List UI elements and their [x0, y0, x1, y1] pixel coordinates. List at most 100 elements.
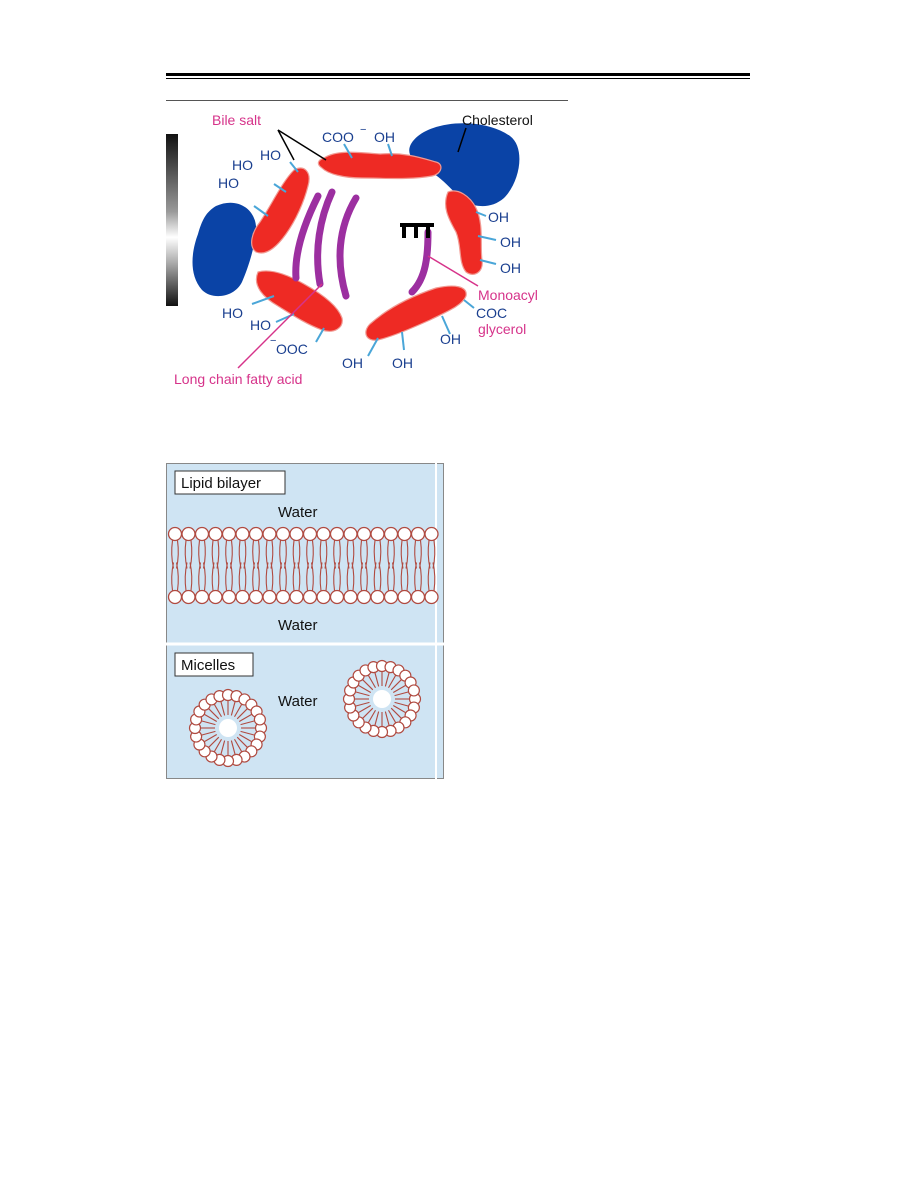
- lipid-tail: [184, 562, 193, 591]
- lipid-head: [370, 526, 385, 542]
- micelle-tail: [394, 701, 409, 707]
- micelle-left: [188, 688, 268, 768]
- oh-label-right-2: OH: [500, 234, 521, 250]
- lipid-tail: [238, 562, 247, 591]
- lipid-head: [248, 589, 264, 605]
- micelle-tail: [384, 672, 390, 687]
- micelle-tail: [201, 730, 216, 736]
- lipid-head: [316, 526, 331, 542]
- lipid-head: [181, 526, 196, 542]
- lipid-head: [262, 589, 277, 605]
- micelle-tail: [220, 701, 226, 716]
- lipid-head: [343, 589, 358, 605]
- micelle-tail: [236, 736, 248, 748]
- micelle-tail: [220, 740, 226, 755]
- lipid-head: [262, 526, 277, 542]
- lipid-bilayer-title: Lipid bilayer: [181, 475, 261, 492]
- bile-salt-top: [317, 151, 442, 180]
- lipid-tail: [414, 562, 422, 591]
- water-micelles-label: Water: [278, 693, 317, 710]
- micelle-tail: [203, 713, 218, 722]
- lipid-head: [383, 526, 399, 542]
- lipid-tail: [252, 562, 260, 591]
- monoacyl-glycerol-chain: [408, 228, 432, 296]
- lipid-tail: [225, 562, 233, 591]
- micelle-tail: [230, 740, 236, 755]
- ho-label-4: HO: [222, 305, 243, 321]
- lipid-head: [194, 589, 210, 605]
- figure-top-border: [166, 100, 568, 101]
- gradient-strip: [166, 134, 178, 306]
- oh-label-bottom-2: OH: [392, 355, 413, 371]
- lipid-tail: [265, 562, 274, 591]
- glycerol-comb-symbol: [400, 223, 434, 238]
- micelle-tail: [394, 691, 409, 697]
- micelle-tail: [390, 679, 402, 691]
- micelle-tail: [362, 707, 374, 719]
- monoacyl-label: Monoacyl: [478, 287, 538, 303]
- lipid-tail: [211, 562, 220, 591]
- oh-label-bottom-3: OH: [440, 331, 461, 347]
- micelle-head: [407, 684, 420, 697]
- micelle-tail: [213, 703, 222, 718]
- fatty-acid-chain-3: [336, 194, 360, 300]
- lipid-head: [194, 526, 210, 542]
- lipid-tail: [373, 562, 382, 591]
- lipid-head: [383, 589, 399, 605]
- micelle-tail: [238, 713, 253, 722]
- lipid-head: [397, 526, 412, 542]
- micelles-title-box: [174, 652, 254, 677]
- fatty-acid-chain-1: [292, 192, 322, 282]
- cholesterol-right: [409, 123, 520, 207]
- ho-label-2: HO: [232, 157, 253, 173]
- micelle-tail: [240, 730, 255, 736]
- lipid-head: [221, 526, 237, 542]
- lipid-head: [424, 589, 439, 605]
- lipid-tail: [333, 562, 341, 591]
- lipid-tail: [279, 562, 287, 591]
- lipid-head: [410, 589, 426, 605]
- micelle-tail: [355, 701, 370, 707]
- ho-label-5: HO: [250, 317, 271, 333]
- micelle-tail: [208, 708, 220, 720]
- micelle-tail: [201, 720, 216, 726]
- cholesterol-left: [192, 202, 257, 297]
- lipid-tail: [171, 562, 179, 591]
- lipid-tail: [306, 562, 314, 591]
- lipid-head: [370, 589, 385, 605]
- coo-charge: −: [360, 124, 366, 136]
- micelle-tail: [355, 691, 370, 697]
- oh-label-top: OH: [374, 129, 395, 145]
- lipid-tail: [319, 562, 328, 591]
- lipid-head: [235, 589, 250, 605]
- mixed-micelle-figure: Bile salt Cholesterol COO − OH HO HO HO …: [166, 100, 568, 396]
- water-bottom-label: Water: [278, 617, 317, 634]
- ooc-charge: −: [270, 335, 276, 347]
- lipid-head: [248, 526, 264, 542]
- lipid-bilayer-title-box: [174, 470, 286, 495]
- lipid-bilayer-micelles-figure: Lipid bilayer Water Water Micelles Water: [166, 463, 444, 779]
- lipid-head: [208, 526, 223, 542]
- micelle-tail: [367, 674, 376, 689]
- lipid-head: [167, 589, 183, 605]
- micelle-right: [342, 659, 422, 739]
- lipid-head: [424, 526, 439, 542]
- lipid-tail: [427, 562, 436, 591]
- coc-label: COC: [476, 305, 507, 321]
- header-rule-thin: [166, 78, 750, 79]
- lipid-head: [302, 526, 318, 542]
- lipid-head: [356, 589, 372, 605]
- lipid-head: [329, 589, 345, 605]
- lipid-head: [316, 589, 331, 605]
- micelles-title: Micelles: [181, 657, 235, 674]
- lipid-tail: [400, 562, 409, 591]
- micelle-tail: [357, 705, 372, 714]
- micelle-tail: [357, 684, 372, 693]
- micelle-tail: [238, 734, 253, 743]
- micelle-tail: [236, 708, 248, 720]
- ho-label-3: HO: [218, 175, 239, 191]
- lipid-head: [208, 589, 223, 605]
- micelle-tail: [392, 705, 407, 714]
- lipid-tail: [198, 562, 206, 591]
- lipid-tail: [360, 562, 368, 591]
